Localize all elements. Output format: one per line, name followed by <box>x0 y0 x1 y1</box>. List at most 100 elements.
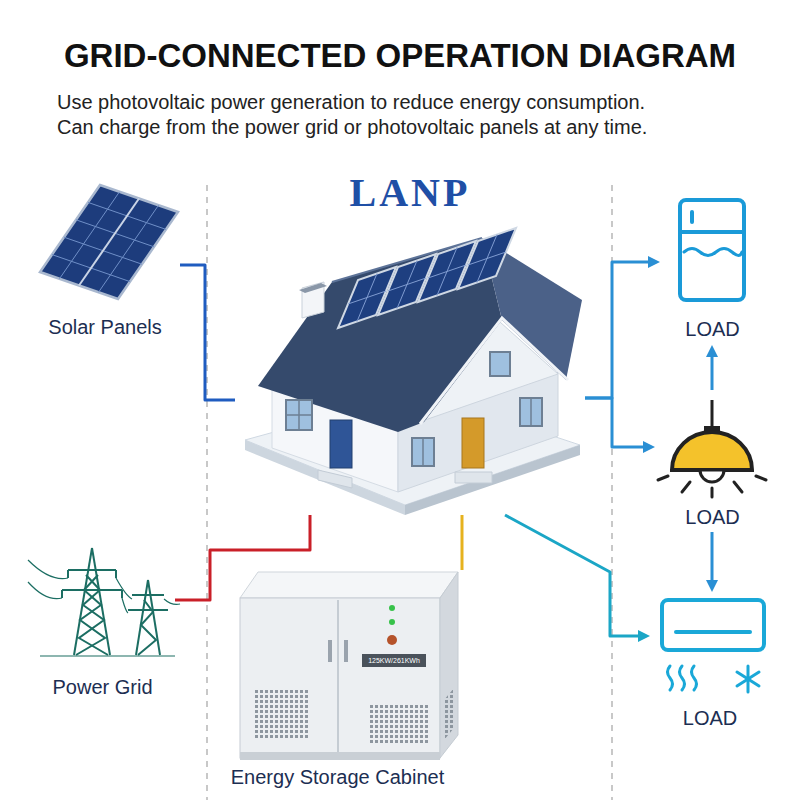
connector <box>706 345 718 390</box>
house-illustration <box>245 228 582 515</box>
storage-cabinet-illustration-part <box>362 654 426 667</box>
arrow-head <box>706 345 718 357</box>
arrow-head <box>706 580 718 592</box>
transmission-towers-part <box>28 560 68 579</box>
transmission-towers-part <box>122 598 128 613</box>
air-conditioner-icon-part <box>676 630 750 634</box>
arrow-head <box>643 441 655 453</box>
solar-panel-icon-part-part <box>99 205 159 292</box>
solar-panel-icon-part <box>79 199 139 286</box>
brand-logo: LANP <box>235 170 585 216</box>
air-conditioner-icon-part <box>737 672 759 686</box>
house-illustration-part <box>462 418 484 468</box>
lamp-icon <box>658 400 766 497</box>
storage-cabinet-illustration-part <box>240 598 440 758</box>
lamp-icon-part-part <box>756 476 766 480</box>
fridge-load-node: LOAD <box>660 195 765 345</box>
solar-panel-icon-part-part <box>60 192 120 279</box>
house-illustration-part <box>299 283 327 293</box>
load-label: LOAD <box>655 505 770 530</box>
transmission-towers-part <box>67 570 69 578</box>
transmission-towers-part <box>164 599 180 604</box>
connector <box>175 515 310 600</box>
transmission-towers-part <box>128 609 168 611</box>
house-illustration-part-part <box>437 248 457 296</box>
connector-line <box>711 354 714 390</box>
divider-lines <box>207 185 612 800</box>
air-conditioner-icon-part <box>668 666 673 690</box>
connector <box>585 256 660 398</box>
transmission-towers-part <box>136 580 148 655</box>
transmission-towers-part <box>62 589 122 591</box>
house-illustration-part <box>455 472 492 483</box>
fridge-icon-part <box>684 249 742 256</box>
lamp-icon-part <box>700 470 724 482</box>
house-illustration-part-part <box>458 228 516 289</box>
storage-cabinet-illustration-part <box>328 640 332 662</box>
transmission-towers-part <box>138 600 156 655</box>
connector <box>706 532 718 592</box>
connector <box>462 515 463 570</box>
transmission-towers-part <box>132 594 164 596</box>
house-illustration-part <box>348 235 506 322</box>
house-illustration-part <box>330 420 352 468</box>
storage-cabinet-node: 125KW/261KWhEnergy Storage Cabinet <box>230 570 475 792</box>
transmission-towers-part <box>61 590 63 598</box>
transmission-towers-part <box>76 575 105 655</box>
house-illustration-part-part <box>397 261 417 309</box>
transmission-towers-part <box>28 582 62 599</box>
node-label: Energy Storage Cabinet <box>215 765 460 790</box>
lamp-icon-part <box>672 432 752 470</box>
solar-panel-icon <box>40 185 178 299</box>
storage-cabinet-illustration-part <box>389 619 395 625</box>
connector-line <box>585 398 646 447</box>
storage-cabinet-illustration-part <box>444 688 454 740</box>
house-illustration-part-part <box>422 438 424 466</box>
arrow-head <box>648 256 660 268</box>
transmission-towers-part <box>116 578 132 599</box>
house-illustration-part <box>258 238 502 432</box>
storage-cabinet-illustration-part <box>387 635 397 645</box>
connector-line <box>711 532 714 583</box>
fridge-icon-part <box>690 212 694 222</box>
house-illustration-part <box>318 470 352 488</box>
storage-cabinet-illustration-part <box>389 605 395 611</box>
connector-line <box>175 515 310 600</box>
air-conditioner-icon-part <box>737 672 759 686</box>
solar-panel-icon-part <box>52 192 166 293</box>
storage-cabinet-illustration-part <box>240 752 440 760</box>
connector <box>585 398 655 453</box>
transmission-towers-part <box>148 580 160 655</box>
transmission-towers-part <box>79 575 108 655</box>
load-label: LOAD <box>650 706 770 731</box>
transmission-towers <box>28 548 180 656</box>
air-conditioner-icon-part <box>692 666 697 690</box>
air-conditioner-icon-part <box>680 666 685 690</box>
storage-cabinet-illustration-part <box>255 690 310 740</box>
lamp-icon-part-part <box>658 476 668 480</box>
lamp-icon-part <box>658 476 766 497</box>
diagram-title: GRID-CONNECTED OPERATION DIAGRAM <box>0 36 800 76</box>
house-illustration-part-part <box>477 235 497 283</box>
divider-lines-part <box>611 185 613 800</box>
house-illustration-part-part <box>530 398 532 426</box>
node-label: Solar Panels <box>30 315 180 340</box>
lamp-icon-part-part <box>711 488 714 497</box>
transmission-towers-part <box>74 548 92 655</box>
house-illustration-part-part <box>357 274 377 322</box>
house-illustration-part <box>338 228 516 328</box>
house-illustration-part-part <box>412 438 434 466</box>
house-illustration-part-part <box>286 414 312 416</box>
node-label: Power Grid <box>30 675 175 700</box>
house-illustration-part-part <box>286 400 312 430</box>
power-grid-node: Power Grid <box>30 535 175 705</box>
rating-plate: 125KW/261KWh <box>362 655 426 667</box>
transmission-towers-part <box>68 569 116 571</box>
transmission-towers-part <box>40 655 175 656</box>
fridge-icon <box>680 200 744 300</box>
house-illustration-part <box>420 318 568 424</box>
storage-cabinet-illustration-part <box>370 705 430 745</box>
house-illustration-part <box>286 398 531 466</box>
diagram-caption: Use photovoltaic power generation to red… <box>57 90 667 140</box>
